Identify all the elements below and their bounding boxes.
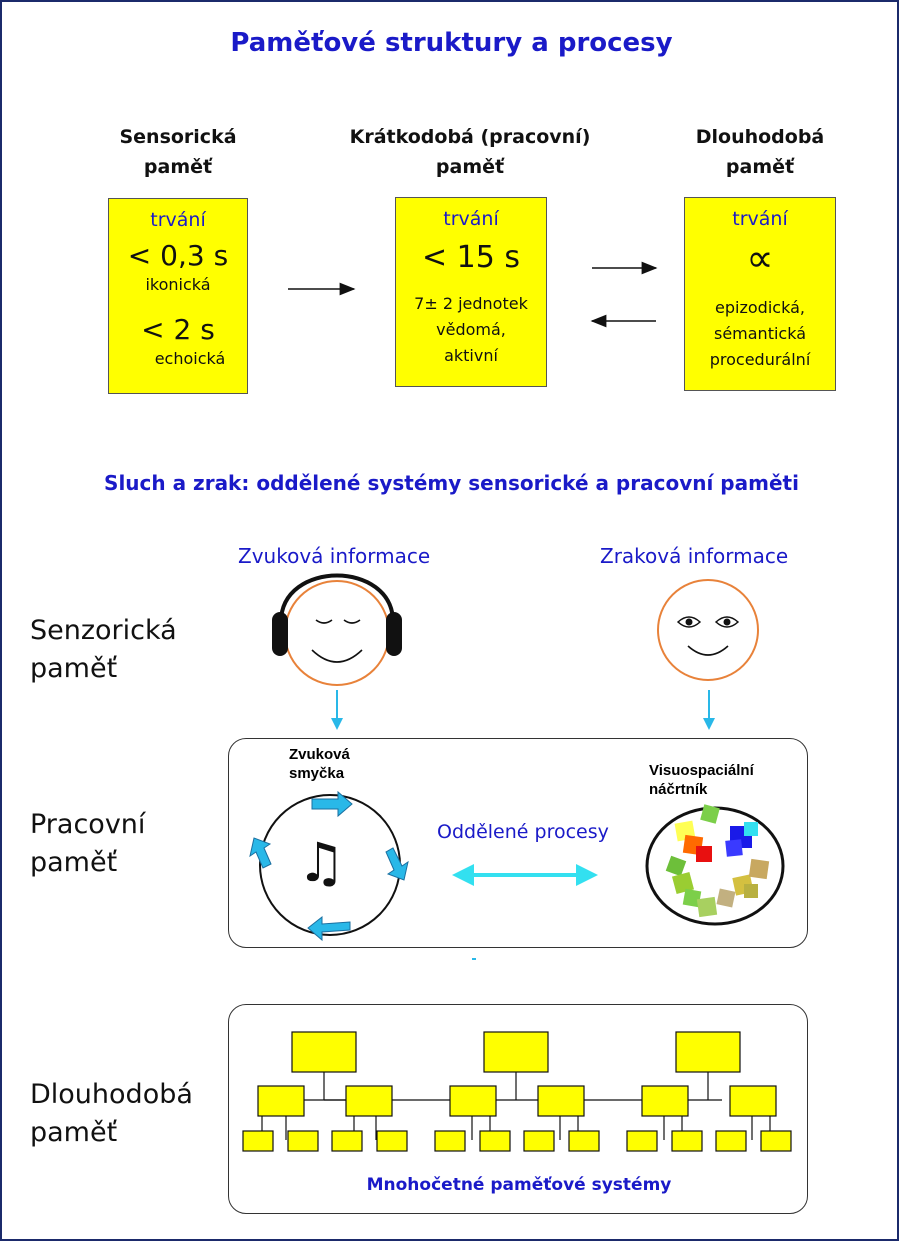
long-term-note3: procedurální [709,350,811,369]
memory-tree-1 [242,1031,408,1152]
headphones-face-icon [272,573,402,686]
loop-label-2: smyčka [289,765,345,782]
row-label-sensory-2: paměť [30,653,118,684]
top-title: Paměťové struktury a procesy [230,28,673,58]
sensory-value-echoic: < 2 s [141,313,215,346]
working-graphics [249,790,785,960]
long-term-heading: Dlouhodobá paměť [660,122,860,182]
visual-info-label: Zraková informace [600,544,789,568]
top-arrows [288,261,658,328]
music-note-icon: ♫ [297,831,346,894]
row-label-sensory-1: Senzorická [30,615,177,646]
sketchpad-label: Visuospaciální náčrtník [649,761,754,799]
sensory-note-echoic: echoická [154,349,226,368]
phonological-loop-icon [249,790,409,942]
short-term-value: < 15 s [421,240,520,275]
long-term-note2: sémantická [713,324,806,343]
sensory-note-iconic: ikonická [145,275,211,294]
row-label-long-1: Dlouhodobá [30,1079,193,1110]
sensory-value-iconic: < 0,3 s [127,239,229,272]
infinity-symbol: ∝ [746,236,774,280]
short-term-capacity: 7± 2 jednotek [414,294,528,313]
row-label-long-2: paměť [30,1117,118,1148]
sketchpad-label-2: náčrtník [649,781,708,798]
eyes-face-icon [657,579,759,681]
long-term-note1: epizodická, [715,298,805,317]
bottom-title: Sluch a zrak: oddělené systémy sensorick… [104,471,799,495]
row-label-sensory: Senzorická paměť [30,612,177,688]
sensory-box: trvání < 0,3 s ikonická < 2 s echoická [108,198,248,394]
row-label-working-2: paměť [30,847,118,878]
sensory-heading-line2: paměť [143,156,213,178]
row-label-working: Pracovní paměť [30,806,145,882]
short-term-duration-label: trvání [443,208,499,230]
long-term-duration-label: trvání [732,208,788,230]
long-term-heading-line1: Dlouhodobá [695,126,825,148]
separate-processes-arrow [452,864,598,886]
memory-tree-2 [434,1031,600,1152]
short-term-box: trvání < 15 s 7± 2 jednotek vědomá, akti… [395,197,547,387]
sensory-heading: Sensorická paměť [88,122,268,182]
long-term-heading-line2: paměť [725,156,795,178]
visuospatial-sketchpad-icon [645,804,785,926]
loop-label: Zvuková smyčka [289,745,350,783]
arrow-audio-to-working [331,690,343,730]
sensory-heading-line1: Sensorická [119,126,237,148]
short-term-note1: vědomá, [436,320,506,339]
short-term-heading-line1: Krátkodobá (pracovní) [349,126,591,148]
memory-tree-3 [626,1031,792,1152]
loop-label-1: Zvuková [289,746,350,763]
arrow-visual-to-working [703,690,715,730]
long-term-box: trvání ∝ epizodická, sémantická procedur… [684,197,836,391]
short-term-heading: Krátkodobá (pracovní) paměť [320,122,620,182]
row-label-long: Dlouhodobá paměť [30,1076,193,1152]
sketchpad-label-1: Visuospaciální [649,762,754,779]
short-term-note2: aktivní [444,346,498,365]
separate-processes-label: Oddělené procesy [437,821,609,843]
row-label-working-1: Pracovní [30,809,146,840]
sensory-duration-label: trvání [150,209,206,231]
multiple-systems-label: Mnohočetné paměťové systémy [366,1175,672,1195]
faces-layer [272,573,759,730]
audio-info-label: Zvuková informace [238,544,431,568]
short-term-heading-line2: paměť [435,156,505,178]
